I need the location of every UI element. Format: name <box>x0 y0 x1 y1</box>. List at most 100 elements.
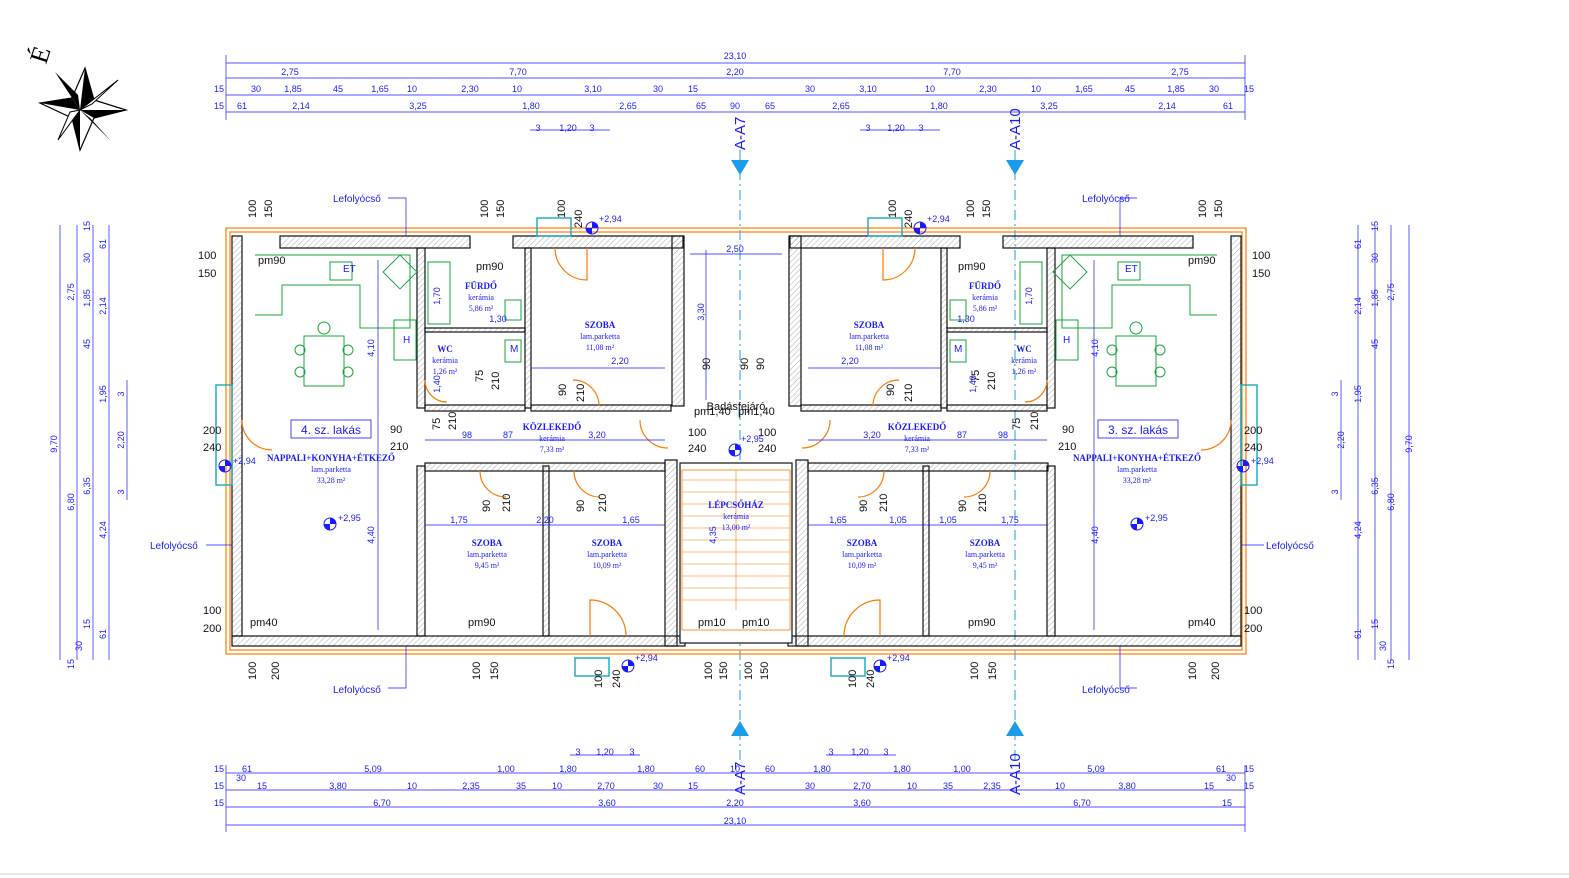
room-area: 1,26 m² <box>433 367 458 376</box>
dim-label: 1,30 <box>957 314 975 324</box>
dim-label: 87 <box>503 430 513 440</box>
room-floor: kerámia <box>972 293 998 302</box>
opening-code: 90 <box>957 500 969 512</box>
room-name: NAPPALI+KONYHA+ÉTKEZŐ <box>267 453 395 463</box>
opening-code: 150 <box>1213 200 1225 218</box>
opening-code: 210 <box>447 412 459 430</box>
appliance-label: ET <box>1125 264 1138 275</box>
dim-label: 10 <box>1031 84 1041 94</box>
dim-label: 15 <box>1204 781 1214 791</box>
level-label: +2,95 <box>338 513 361 523</box>
dim-label: 15 <box>688 84 698 94</box>
dim-label: 4,10 <box>366 339 376 357</box>
opening-code: 100 <box>965 200 977 218</box>
room-name: SZOBA <box>585 320 616 330</box>
dim-label: 1,20 <box>887 123 905 133</box>
opening-code: 100 <box>1197 200 1209 218</box>
opening-code: 75 <box>474 370 486 382</box>
dim-label: 1,65 <box>371 84 389 94</box>
room-floor: kerámia <box>432 356 458 365</box>
parapet-label: pm1,40 <box>694 406 731 418</box>
dim-label: 10 <box>925 84 935 94</box>
dim-label: 15 <box>214 798 224 808</box>
opening-code: 210 <box>903 384 915 402</box>
dim-label: 30 <box>653 84 663 94</box>
dim-label: 4,40 <box>366 526 376 544</box>
walls <box>231 235 1242 647</box>
room-floor: lam.parketta <box>965 550 1005 559</box>
dim-label: 7,70 <box>509 67 527 77</box>
dim-label: 30 <box>805 781 815 791</box>
dim-label: 65 <box>696 101 706 111</box>
dim-label: 3 <box>865 123 870 133</box>
level-marker-icon <box>585 221 599 235</box>
dim-label: 2,20 <box>611 356 629 366</box>
room-area: 9,45 m² <box>475 561 500 570</box>
dim-label: 1,75 <box>450 515 468 525</box>
dim-label: 15 <box>214 781 224 791</box>
opening-code: 210 <box>977 494 989 512</box>
dim-label: 1,00 <box>497 764 515 774</box>
dim-label: 10 <box>407 781 417 791</box>
bathtub-icon <box>427 261 451 325</box>
section-arrow-icon <box>731 160 749 175</box>
compass-label: É <box>24 43 56 67</box>
dim-label: 2,75 <box>1171 67 1189 77</box>
dim-label: 1,40 <box>968 375 978 393</box>
dim-label: 1,75 <box>1001 515 1019 525</box>
opening-code: 240 <box>758 443 776 455</box>
opening-code: 100 <box>198 250 216 262</box>
room-area: 5,86 m² <box>469 304 494 313</box>
downpipe-label: Lefolyócső <box>1082 194 1130 205</box>
staircase: Badásfejáró <box>681 401 791 631</box>
opening-code: 240 <box>688 443 706 455</box>
opening-code: 240 <box>573 210 585 228</box>
room-label: KÖZLEKEDŐ kerámia 7,33 m² <box>888 422 947 454</box>
dim-label: 30 <box>236 773 246 783</box>
room-label: WC kerámia 1,26 m² <box>1011 344 1037 376</box>
dim-label: 5,09 <box>1087 764 1105 774</box>
dim-label: 1,85 <box>284 84 302 94</box>
dim-label: 3 <box>629 747 634 757</box>
opening-code: 150 <box>489 662 501 680</box>
dim-label: 1,80 <box>522 101 540 111</box>
opening-code: 150 <box>718 662 730 680</box>
dim-label: 3,80 <box>1118 781 1136 791</box>
room-name: FÜRDŐ <box>969 281 1001 291</box>
dim-label: 2,65 <box>832 101 850 111</box>
level-markers: +2,95 +2,95 +2,95 +2,94 +2,94 +2,94 +2,9… <box>218 214 1274 673</box>
dim-label: 2,35 <box>462 781 480 791</box>
opening-code: 90 <box>885 384 897 396</box>
appliance-label: ET <box>343 264 356 275</box>
dim-label: 4,35 <box>708 526 718 544</box>
dim-label: 15 <box>1222 798 1232 808</box>
dim-label: 61 <box>98 239 108 249</box>
dim-label: 15 <box>1244 764 1254 774</box>
section-arrow-icon <box>1006 160 1024 175</box>
dim-label: 3 <box>1330 489 1340 494</box>
north-arrow-icon: É <box>24 43 129 152</box>
dim-label: 3,80 <box>329 781 347 791</box>
stove-icon <box>329 261 353 281</box>
dim-label: 35 <box>943 781 953 791</box>
dim-label: 2,14 <box>292 101 310 111</box>
opening-code: 210 <box>1058 441 1076 453</box>
opening-code: 150 <box>987 662 999 680</box>
dim-label: 2,14 <box>1158 101 1176 111</box>
dim-label: 1,85 <box>82 289 92 307</box>
dining-table-icon <box>303 335 345 387</box>
parapet-label: pm90 <box>958 261 986 273</box>
room-floor: lam.parketta <box>580 332 620 341</box>
dim-label: 6,35 <box>82 477 92 495</box>
dim-label: 10 <box>512 84 522 94</box>
dim-label: 1,05 <box>889 515 907 525</box>
room-floor: kerámia <box>1011 356 1037 365</box>
dim-label: 3,60 <box>853 798 871 808</box>
dim-label: 15 <box>66 659 76 669</box>
opening-code: 210 <box>490 372 502 390</box>
dim-label: 30 <box>1209 84 1219 94</box>
interior-dims: 4,10 4,40 4,10 4,40 4,35 3,30 2,50 2,20 … <box>343 244 1138 630</box>
dim-label: 1,00 <box>953 764 971 774</box>
dim-label: 10 <box>407 84 417 94</box>
